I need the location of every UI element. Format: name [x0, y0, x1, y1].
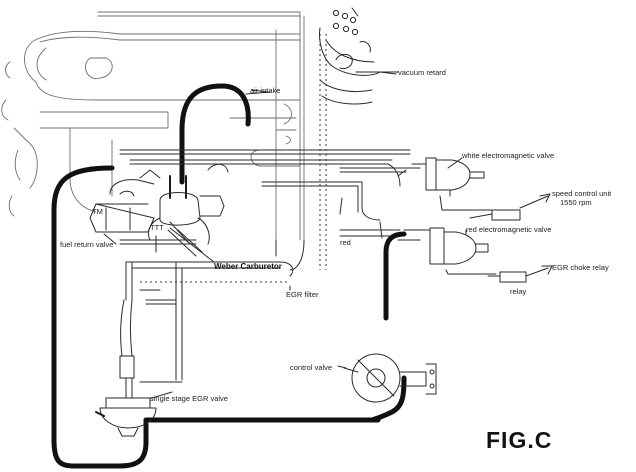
label-egr-valve: single stage EGR valve: [150, 394, 228, 403]
label-red: red: [340, 238, 351, 247]
air-intake-hose: [179, 83, 269, 185]
label-speed-control-unit: speed control unit: [552, 189, 612, 198]
label-egr-filter: EGR filter: [286, 290, 319, 299]
dotted-vacuum-line: [275, 34, 327, 271]
pipes: [119, 149, 411, 239]
label-bracket-mark: TM: [92, 207, 103, 216]
white-electromagnetic-valve: [397, 157, 521, 211]
speed-control-unit: [469, 193, 551, 221]
label-air-intake: air intake: [250, 86, 280, 95]
wiring: [339, 167, 421, 237]
figure-label: FIG.C: [486, 427, 552, 453]
egr-pipes: [119, 261, 294, 399]
egr-valve: [95, 397, 157, 437]
egr-choke-relay: [487, 265, 553, 283]
label-fuel-return-valve: fuel return valve: [60, 240, 113, 249]
red-electromagnetic-valve: [397, 227, 497, 275]
engine-outline: [1, 11, 305, 241]
label-vacuum-retard: vacuum retard: [398, 68, 446, 77]
main-black-hose: [51, 165, 407, 469]
leader-lines: [103, 71, 467, 399]
control-valve: [343, 353, 437, 403]
label-white-valve: white electromagnetic valve: [461, 151, 554, 160]
distributor: [319, 7, 397, 105]
label-speed-rpm: 1550 rpm: [560, 198, 592, 207]
label-egr-choke-relay: EGR choke relay: [552, 263, 609, 272]
label-red-valve: red electromagnetic valve: [466, 225, 551, 234]
label-weber-carburetor: Weber Carburetor: [214, 262, 282, 271]
label-control-valve: control valve: [290, 363, 332, 372]
label-harness-mark: TTT: [150, 223, 164, 232]
label-relay-tag: relay: [510, 287, 527, 296]
